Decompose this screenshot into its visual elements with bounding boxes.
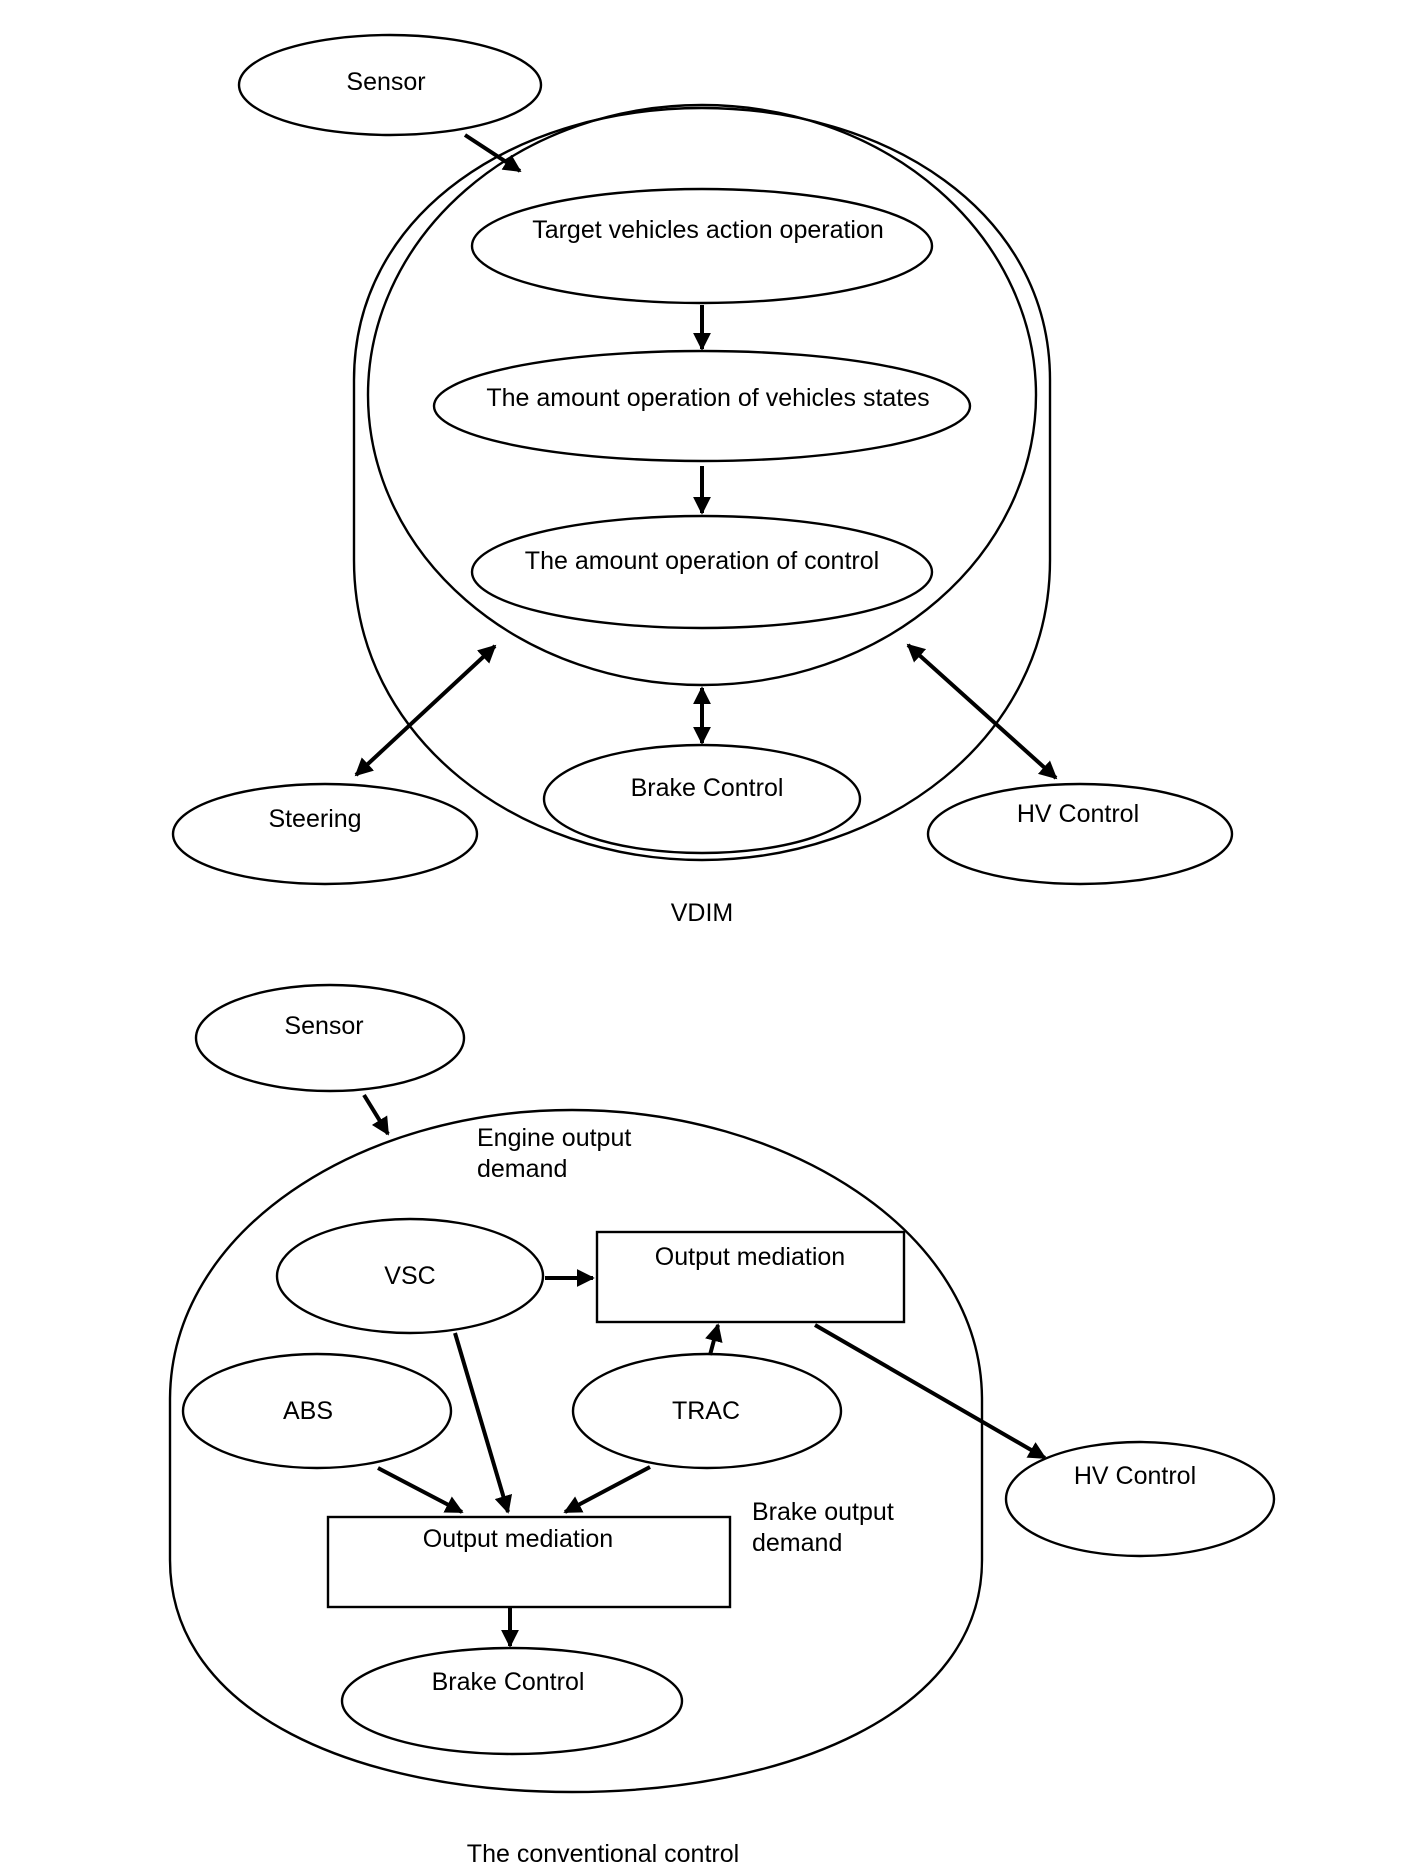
abs-node: ABS <box>181 1352 453 1470</box>
vdim-sensor-arrow <box>463 133 522 173</box>
conventional-brake-control-label: Brake Control <box>432 1668 585 1696</box>
brake-output-demand-line1: Brake output <box>752 1498 894 1526</box>
conventional-sensor-node: Sensor <box>194 983 466 1093</box>
conventional-sensor-arrow <box>362 1093 390 1136</box>
lower-output-mediation-label: Output mediation <box>423 1525 613 1553</box>
vdim-hv-control-label: HV Control <box>1017 800 1139 828</box>
conventional-diagram: Sensor Engine output demand VSC Output m… <box>168 983 1276 1866</box>
vdim-states-operation-label: The amount operation of vehicles states <box>486 384 929 412</box>
conventional-brake-control-node: Brake Control <box>340 1646 684 1756</box>
trac-to-upper-mediation-arrow <box>705 1323 723 1356</box>
conventional-hv-control-node: HV Control <box>1004 1440 1276 1558</box>
upper-output-mediation-box: Output mediation <box>595 1230 906 1324</box>
vdim-brake-control-label: Brake Control <box>631 774 784 802</box>
trac-node: TRAC <box>571 1352 843 1470</box>
vdim-target-operation-node: Target vehicles action operation <box>470 187 934 305</box>
engine-output-demand-line2: demand <box>477 1155 567 1183</box>
trac-to-lower-mediation-arrow <box>563 1465 651 1514</box>
vdim-states-operation-node: The amount operation of vehicles states <box>432 349 972 463</box>
vdim-hv-control-node: HV Control <box>926 782 1234 886</box>
abs-label: ABS <box>283 1397 333 1425</box>
conventional-caption: The conventional control <box>467 1840 739 1866</box>
vdim-steering-label: Steering <box>268 805 361 833</box>
vdim-control-operation-label: The amount operation of control <box>525 547 879 575</box>
vdim-diagram: Sensor Target vehicles action operation … <box>171 33 1234 927</box>
brake-output-demand-line2: demand <box>752 1529 842 1557</box>
upper-mediation-to-hv-arrow <box>813 1323 1047 1460</box>
conventional-hv-control-label: HV Control <box>1074 1462 1196 1490</box>
vdim-outer-boundary <box>352 106 1052 862</box>
abs-to-lower-mediation-arrow <box>377 1466 464 1514</box>
vdim-inner-sphere <box>366 103 1038 687</box>
conventional-sensor-label: Sensor <box>284 1012 363 1040</box>
vdim-steering-node: Steering <box>171 782 479 886</box>
vdim-target-operation-label: Target vehicles action operation <box>532 216 884 244</box>
trac-label: TRAC <box>672 1397 740 1425</box>
vdim-sensor-node: Sensor <box>237 33 543 137</box>
vdim-steering-link-arrow <box>354 644 497 777</box>
vdim-brake-control-node: Brake Control <box>542 743 862 855</box>
vdim-control-operation-node: The amount operation of control <box>470 514 934 630</box>
vsc-label: VSC <box>384 1262 435 1290</box>
conventional-outer-boundary <box>168 1108 984 1794</box>
upper-output-mediation-label: Output mediation <box>655 1243 845 1271</box>
lower-output-mediation-box: Output mediation <box>326 1515 732 1609</box>
vsc-to-lower-mediation-arrow <box>453 1332 513 1514</box>
vdim-hv-link-arrow <box>906 643 1058 780</box>
engine-output-demand-line1: Engine output <box>477 1124 631 1152</box>
vsc-node: VSC <box>275 1217 545 1335</box>
vdim-sensor-label: Sensor <box>346 68 425 96</box>
vdim-caption: VDIM <box>671 899 734 927</box>
